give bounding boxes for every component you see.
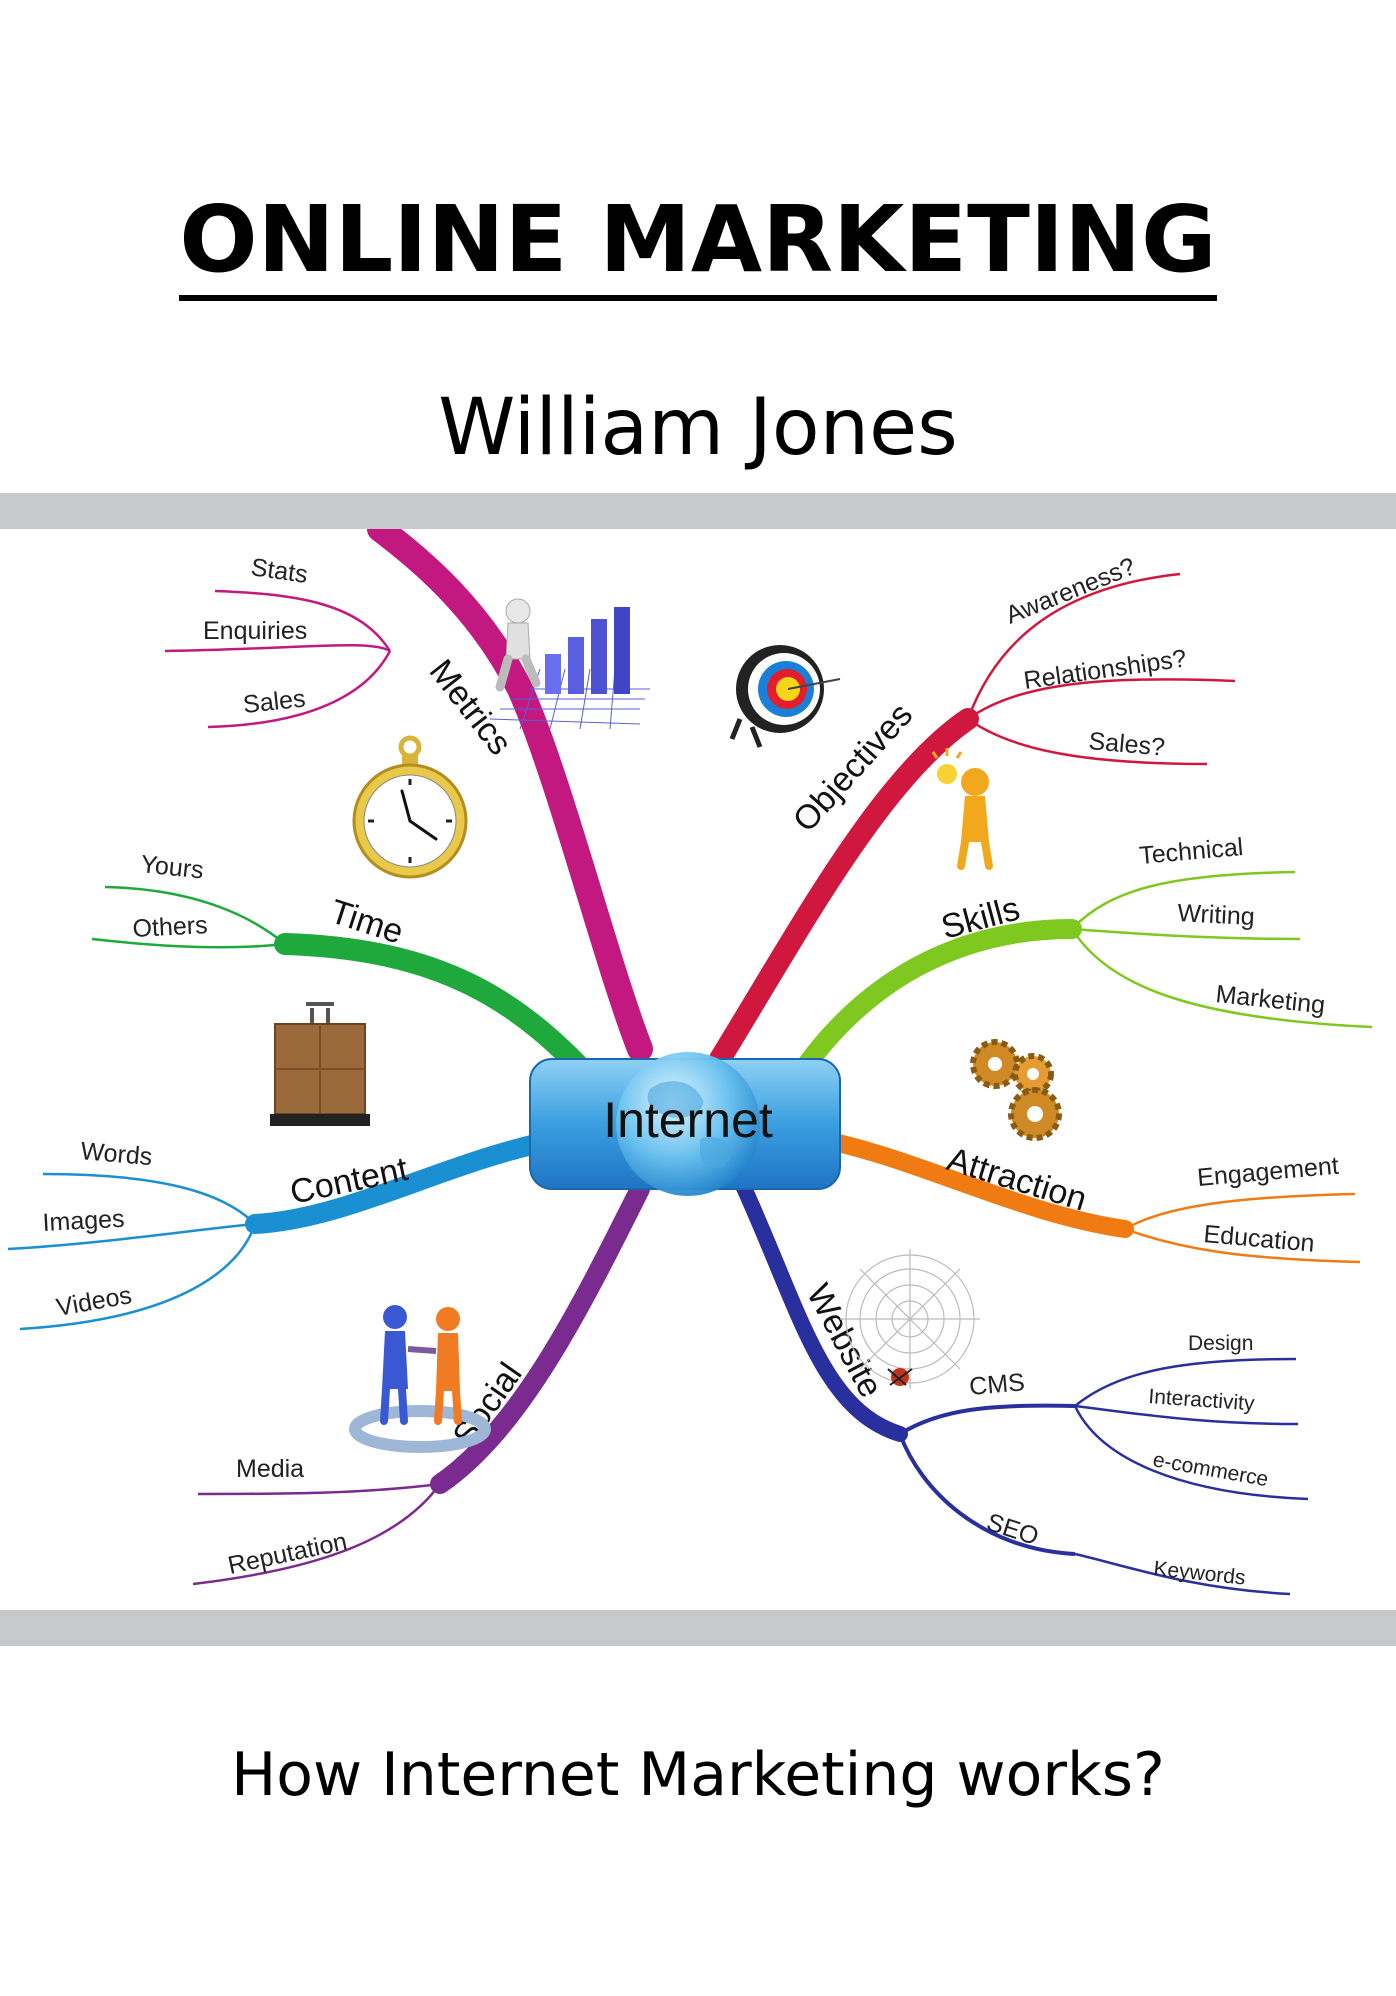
- branch-social-trunk: [430, 1179, 650, 1494]
- book-title: ONLINE MARKETING: [0, 180, 1396, 301]
- objectives-item-awareness: Awareness?: [1002, 552, 1140, 629]
- objectives-twig-relationships: [967, 678, 1236, 721]
- skills-twig-writing: [1071, 927, 1301, 941]
- metrics-item-sales: Sales: [242, 685, 307, 719]
- metrics-item-stats: Stats: [249, 553, 309, 589]
- skills-twig-marketing: [1070, 928, 1373, 1029]
- mind-map-svg: Stats Enquiries Sales Metrics Yours Othe…: [7, 505, 1373, 1596]
- objectives-twig-sales: [967, 717, 1208, 766]
- cms-item-ecommerce: e-commerce: [1151, 1448, 1270, 1491]
- gears-icon: [970, 1039, 1062, 1141]
- social-twig-media: [197, 1482, 441, 1496]
- branch-objectives-trunk: [709, 708, 979, 1070]
- website-twig-seo: [898, 1433, 1076, 1556]
- book-author: William Jones: [438, 383, 958, 473]
- content-item-words: Words: [79, 1137, 153, 1171]
- cms-twig-ecommerce: [1073, 1405, 1309, 1501]
- content-twig-images: [7, 1222, 256, 1251]
- objectives-item-relationships: Relationships?: [1022, 644, 1188, 695]
- box-on-pallet-icon: [270, 1002, 370, 1126]
- cms-twig-interactivity: [1074, 1404, 1299, 1426]
- skills-item-technical: Technical: [1138, 833, 1244, 870]
- skills-item-writing: Writing: [1177, 899, 1256, 931]
- attraction-twig-engagement: [1124, 1192, 1356, 1231]
- cms-twig-design: [1074, 1357, 1297, 1407]
- metrics-twig-enquiries: [164, 643, 391, 653]
- lightbulb-person-icon: [931, 748, 993, 870]
- branch-skills: Technical Writing Marketing Skills: [780, 833, 1373, 1099]
- social-item-media: Media: [236, 1455, 304, 1483]
- cms-item-interactivity: Interactivity: [1148, 1385, 1256, 1415]
- time-twig-others: [91, 937, 286, 949]
- branch-content-trunk: [245, 1129, 570, 1234]
- branch-website-trunk: [732, 1171, 908, 1442]
- attraction-twig-education: [1124, 1227, 1361, 1264]
- branch-social: Media Reputation Social: [192, 1179, 650, 1586]
- top-band: [0, 493, 1396, 529]
- social-item-reputation: Reputation: [225, 1527, 349, 1580]
- attraction-item-engagement: Engagement: [1196, 1152, 1340, 1192]
- mind-map: Stats Enquiries Sales Metrics Yours Othe…: [0, 505, 1396, 1610]
- skills-item-marketing: Marketing: [1214, 980, 1326, 1019]
- branch-skills-trunk: [780, 919, 1082, 1099]
- branch-content: Words Images Videos Content: [7, 1129, 570, 1331]
- handshake-people-icon: [349, 1305, 491, 1453]
- content-item-images: Images: [42, 1205, 125, 1237]
- branch-time: Yours Others Time: [91, 850, 611, 1100]
- social-twig-reputation: [192, 1483, 442, 1586]
- content-twig-words: [42, 1172, 256, 1225]
- branch-metrics-trunk: [367, 516, 653, 1062]
- center-label: Internet: [603, 1092, 773, 1148]
- objectives-item-sales: Sales?: [1087, 727, 1166, 762]
- metrics-twig-sales: [207, 650, 392, 729]
- time-item-yours: Yours: [139, 850, 205, 884]
- seo-item-keywords: Keywords: [1152, 1557, 1246, 1590]
- center-node: Internet: [529, 1052, 841, 1196]
- skills-twig-technical: [1071, 870, 1296, 930]
- globe-icon-continents: [647, 1081, 732, 1169]
- metrics-item-enquiries: Enquiries: [203, 617, 307, 645]
- seo-label: SEO: [983, 1508, 1042, 1551]
- branch-time-trunk: [274, 933, 611, 1100]
- content-twig-videos: [19, 1223, 257, 1331]
- book-title-text: ONLINE MARKETING: [179, 186, 1217, 301]
- website-twig-cms: [898, 1403, 1076, 1436]
- cms-label: CMS: [968, 1368, 1026, 1401]
- metrics-twig-stats: [214, 589, 392, 652]
- branch-attraction-trunk: [811, 1130, 1134, 1238]
- target-icon: [729, 645, 841, 748]
- spider-web-icon: [840, 1249, 980, 1389]
- time-twig-yours: [104, 885, 286, 945]
- branch-attraction: Engagement Education Attraction: [811, 1130, 1361, 1264]
- bottom-band: [0, 1610, 1396, 1646]
- chart-icon: [489, 598, 650, 730]
- book-subtitle: How Internet Marketing works?: [231, 1740, 1165, 1810]
- seo-twig-keywords: [1074, 1552, 1291, 1596]
- cms-item-design: Design: [1188, 1332, 1253, 1355]
- stopwatch-icon: [352, 735, 468, 879]
- objectives-twig-awareness: [966, 572, 1181, 720]
- time-item-others: Others: [132, 911, 208, 943]
